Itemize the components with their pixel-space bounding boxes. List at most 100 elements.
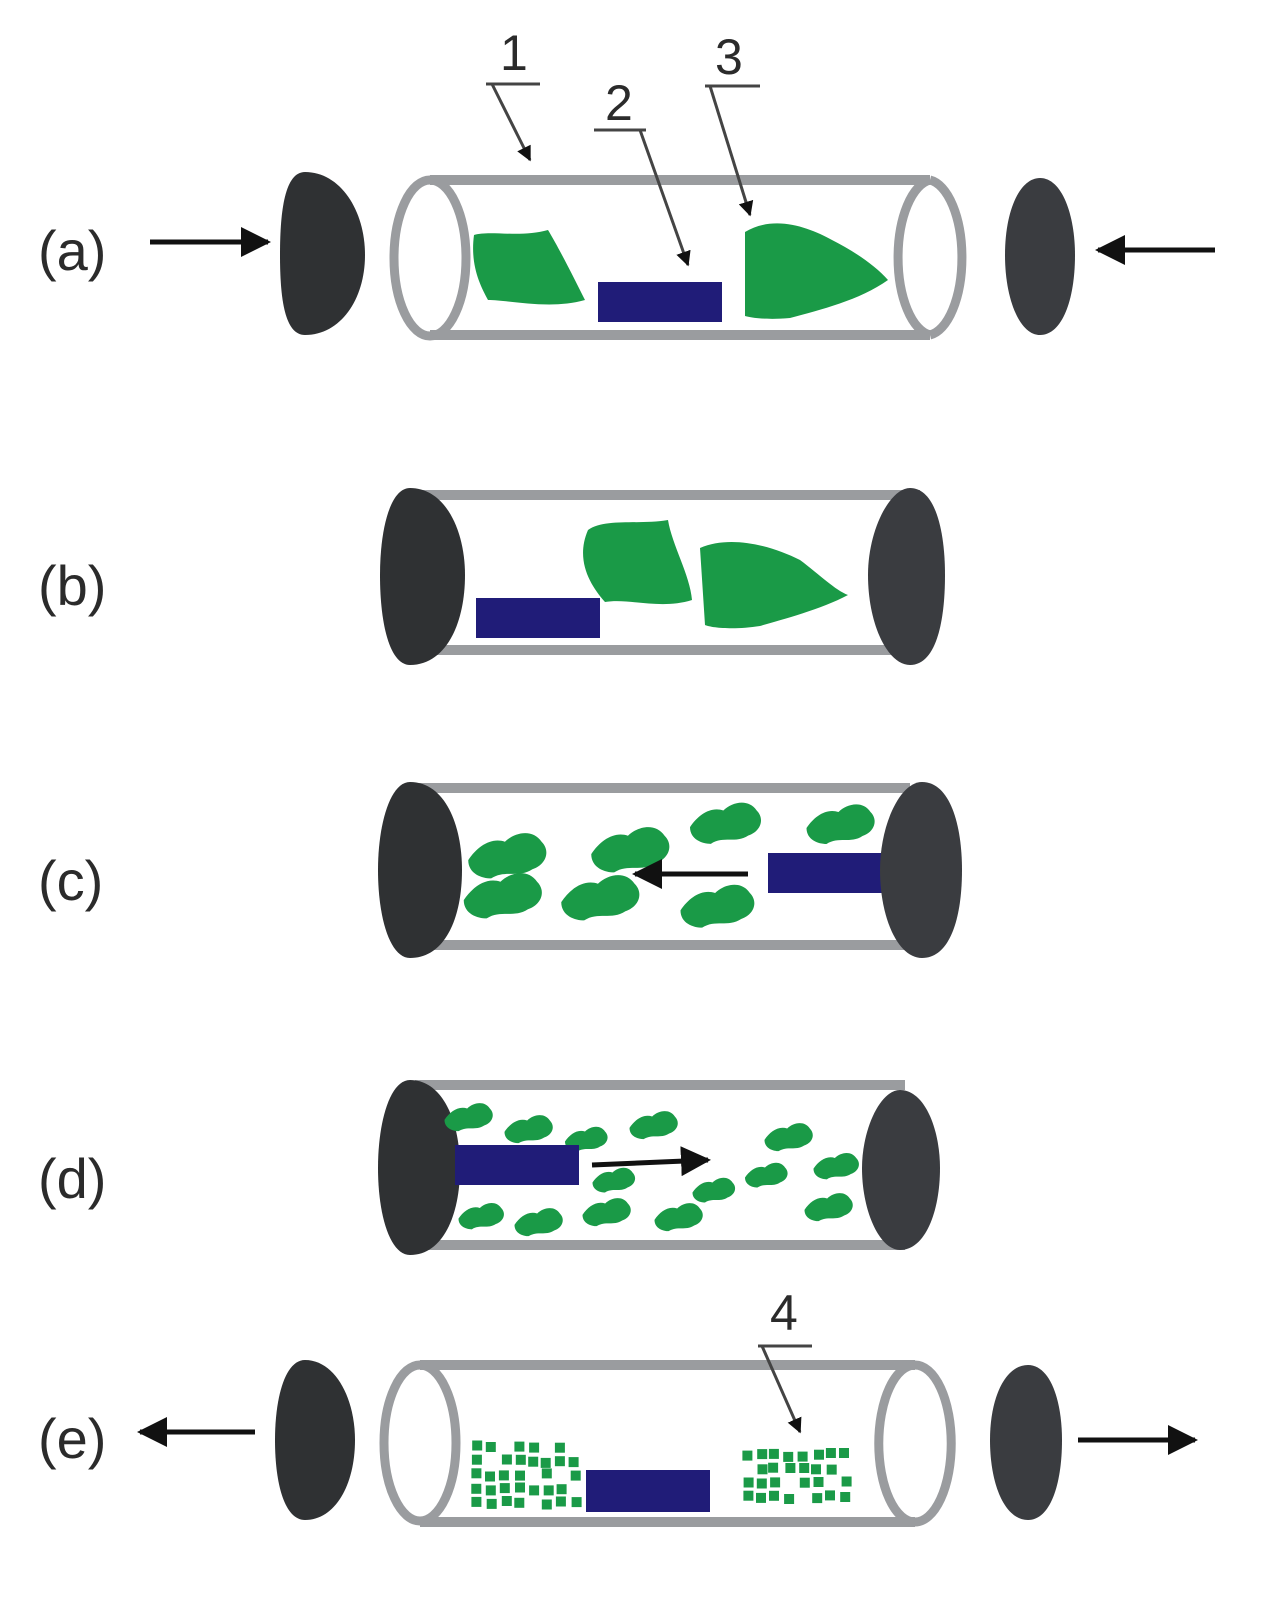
material-fragment — [813, 1152, 859, 1180]
powder-particle — [570, 1470, 581, 1481]
material-fragment — [582, 1198, 631, 1227]
powder-particle — [825, 1448, 836, 1458]
plug-right — [880, 782, 962, 958]
material-fragment — [804, 1193, 853, 1222]
milling-bar — [455, 1145, 579, 1185]
panel-label-c: (c) — [38, 849, 103, 912]
powder-particle — [814, 1449, 824, 1460]
powder-particle — [797, 1451, 808, 1462]
panel-label-b: (b) — [38, 554, 106, 617]
powder-particle — [756, 1492, 766, 1503]
callout-1: 1 — [486, 25, 540, 162]
plug-left — [378, 1080, 460, 1255]
powder-particle — [839, 1448, 849, 1458]
powder-particle — [756, 1478, 767, 1489]
powder-particle — [528, 1456, 539, 1467]
callout-3: 3 — [705, 29, 760, 217]
material-fragment — [806, 804, 875, 844]
powder-particle — [742, 1450, 753, 1461]
material-fragment — [591, 827, 670, 873]
powder-particle — [471, 1483, 482, 1494]
powder-particle — [811, 1464, 821, 1475]
panel-a: (a) 1 2 3 — [38, 25, 1215, 341]
panel-label-e: (e) — [38, 1407, 106, 1470]
powder-particle — [486, 1498, 497, 1509]
powder-particle — [568, 1457, 579, 1468]
material-fragment — [592, 1167, 636, 1193]
plug-left — [275, 1360, 355, 1520]
powder-particle — [554, 1456, 565, 1467]
powder-particle — [841, 1476, 852, 1487]
powder-particle — [783, 1451, 794, 1462]
callout-label-4: 4 — [770, 1285, 798, 1341]
powder-particle — [529, 1442, 540, 1453]
material-chunk — [745, 223, 888, 319]
powder-particle — [769, 1490, 779, 1501]
tube — [389, 175, 967, 341]
powder-particle — [812, 1493, 823, 1504]
powder-particle — [757, 1464, 768, 1475]
panel-b: (b) — [38, 488, 945, 665]
plug-right — [1005, 178, 1075, 335]
material-fragment — [458, 1202, 504, 1230]
powder-particle — [768, 1462, 779, 1473]
powder-pile — [742, 1448, 852, 1504]
panel-label-a: (a) — [38, 219, 106, 282]
callout-2: 2 — [594, 75, 691, 267]
powder-particle — [501, 1454, 512, 1465]
powder-particle — [757, 1449, 768, 1460]
callout-4: 4 — [758, 1285, 812, 1434]
plug-left — [380, 488, 465, 665]
powder-particle — [515, 1470, 525, 1481]
powder-particle — [571, 1497, 582, 1508]
milling-bar — [598, 282, 722, 322]
powder-particle — [515, 1454, 526, 1465]
powder-particle — [540, 1457, 551, 1468]
powder-particle — [485, 1471, 495, 1482]
material-fragment — [764, 1123, 813, 1152]
powder-particle — [825, 1490, 835, 1501]
panel-c: (c) — [38, 782, 962, 958]
powder-particle — [743, 1477, 754, 1488]
plug-right — [868, 488, 945, 665]
powder-particle — [743, 1490, 754, 1501]
material-fragment — [468, 833, 547, 879]
powder-particle — [768, 1448, 779, 1459]
material-chunk — [583, 520, 692, 605]
material-chunk — [700, 541, 848, 629]
powder-particle — [472, 1440, 483, 1451]
material-fragment — [745, 1162, 788, 1188]
powder-particle — [485, 1485, 496, 1496]
callout-label-3: 3 — [715, 29, 743, 85]
powder-particle — [471, 1468, 482, 1479]
panel-d: (d) — [38, 1080, 940, 1255]
powder-particle — [471, 1496, 482, 1507]
material-fragment — [463, 873, 542, 919]
powder-particle — [514, 1441, 525, 1452]
material-fragment — [654, 1203, 703, 1232]
plug-right — [990, 1365, 1062, 1520]
plug-left — [280, 172, 365, 335]
material-fragment — [561, 875, 640, 921]
powder-particle — [485, 1442, 496, 1452]
material-fragment — [514, 1208, 563, 1237]
powder-particle — [785, 1463, 796, 1473]
material-fragment — [692, 1177, 736, 1203]
material-fragment — [629, 1111, 678, 1140]
plug-left — [378, 782, 462, 958]
powder-particle — [799, 1477, 810, 1488]
callout-label-1: 1 — [500, 25, 528, 81]
powder-particle — [471, 1454, 482, 1465]
powder-particle — [554, 1442, 565, 1453]
powder-particle — [770, 1477, 781, 1488]
material-fragment — [444, 1103, 493, 1132]
powder-particle — [543, 1485, 554, 1496]
plug-right — [862, 1090, 940, 1250]
motion-arrow-right — [591, 1146, 711, 1177]
powder-particle — [556, 1484, 567, 1495]
milling-bar — [586, 1470, 710, 1512]
powder-particle — [555, 1496, 566, 1507]
powder-particle — [799, 1463, 810, 1473]
